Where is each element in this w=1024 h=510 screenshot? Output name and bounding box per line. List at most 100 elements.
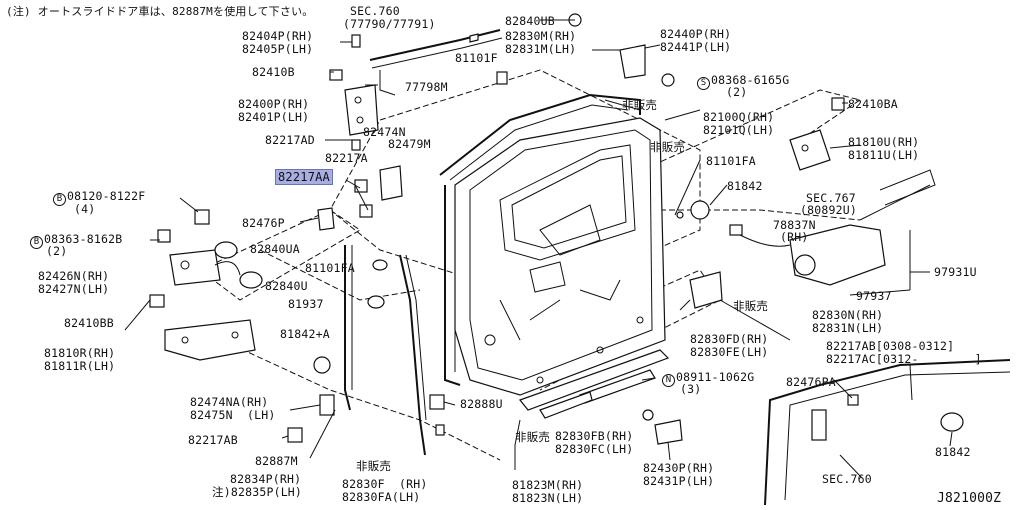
part-label-82217AD[interactable]: 82217AD [265, 133, 315, 147]
part-label-82831N[interactable]: 82831N(LH) [812, 321, 884, 335]
part-label-82834P[interactable]: 82834P(RH) [230, 472, 302, 486]
part-label-82410BB[interactable]: 82410BB [64, 316, 114, 330]
label-sec760-top-ref: (77790/77791) [343, 17, 436, 31]
part-label-82830M[interactable]: 82830M(RH) [505, 29, 577, 43]
part-label-82830FB[interactable]: 82830FB(RH) [555, 429, 634, 443]
footnote-text: (注) オートスライドドア車は、82887Mを使用して下さい。 [6, 5, 314, 18]
part-label-81823N[interactable]: 81823N(LH) [512, 491, 584, 505]
part-side-78837N: (RH) [780, 230, 809, 244]
part-label-81101FA-right[interactable]: 81101FA [706, 154, 756, 168]
part-label-82474NA[interactable]: 82474NA(RH) [190, 395, 269, 409]
part-label-82830FD[interactable]: 82830FD(RH) [690, 332, 769, 346]
catch-plug-right [676, 200, 710, 220]
part-label-82217AC[interactable]: 82217AC[0312-] [826, 352, 982, 366]
part-label-82475N[interactable]: 82475N (LH) [190, 408, 276, 422]
part-label-82441P[interactable]: 82441P(LH) [660, 40, 732, 54]
part-label-82840U[interactable]: 82840U [265, 279, 308, 293]
part-label-82410BA[interactable]: 82410BA [848, 97, 898, 111]
part-label-82474N[interactable]: 82474N [363, 125, 406, 139]
part-label-81810R[interactable]: 81810R(RH) [44, 346, 116, 360]
upper-rail [369, 29, 503, 96]
part-label-81842-right[interactable]: 81842 [727, 179, 763, 193]
part-label-82830F[interactable]: 82830F (RH) [342, 477, 428, 491]
label-sec767-ref: (80892U) [800, 203, 857, 217]
part-label-82401P[interactable]: 82401P(LH) [238, 110, 310, 124]
not-sold-label: 非販売 [356, 459, 392, 473]
striker-plates [317, 165, 403, 231]
part-label-81842-bottom[interactable]: 81842 [935, 445, 971, 459]
part-label-97937[interactable]: 97937 [856, 289, 892, 303]
part-label-82427N[interactable]: 82427N(LH) [38, 282, 110, 296]
hinge-bracket-lower [164, 319, 256, 361]
part-label-82830FE[interactable]: 82830FE(LH) [690, 345, 769, 359]
part-label-82100Q[interactable]: 82100Q(RH) [703, 110, 775, 124]
part-qty-08911: (3) [680, 382, 702, 396]
part-label-82831M[interactable]: 82831M(LH) [505, 42, 577, 56]
part-label-81101FA-left[interactable]: 81101FA [305, 261, 355, 275]
leader-lines [124, 19, 953, 479]
part-label-82476P[interactable]: 82476P [242, 216, 285, 230]
bolt-symbol-icon: B [30, 236, 43, 249]
part-label-81937[interactable]: 81937 [288, 297, 324, 311]
not-sold-label: 非販売 [650, 140, 686, 154]
part-qty-08120: (4) [74, 202, 96, 216]
nut-symbol-icon: N [662, 374, 675, 387]
roller-assembly [169, 249, 241, 286]
sliding-door-panel [454, 117, 666, 396]
part-label-82830FA[interactable]: 82830FA(LH) [342, 490, 421, 504]
part-label-82101Q[interactable]: 82101Q(LH) [703, 123, 775, 137]
part-label-81842A[interactable]: 81842+A [280, 327, 330, 341]
label-sec760-bottom: SEC.760 [822, 472, 872, 486]
hinge-bracket-right [789, 97, 845, 171]
part-label-82887M[interactable]: 82887M [255, 454, 298, 468]
part-label-82840UB[interactable]: 82840UB [505, 14, 555, 28]
part-label-81810U[interactable]: 81810U(RH) [848, 135, 920, 149]
part-label-82217AB-right[interactable]: 82217AB[0308-0312] [826, 339, 955, 353]
clips-and-plugs [214, 241, 445, 436]
part-label-82217AB-left[interactable]: 82217AB [188, 433, 238, 447]
part-label-78837N[interactable]: 78837N [773, 218, 816, 232]
part-label-81101F[interactable]: 81101F [455, 51, 498, 65]
part-label-82404P[interactable]: 82404P(RH) [242, 29, 314, 43]
part-label-82217A[interactable]: 82217A [325, 151, 368, 165]
part-label-82476PA[interactable]: 82476PA [786, 375, 836, 389]
not-sold-label: 非販売 [622, 98, 658, 112]
part-label-77798M[interactable]: 77798M [405, 80, 448, 94]
weatherstrip-seal [439, 93, 641, 386]
part-label-81811R[interactable]: 81811R(LH) [44, 359, 116, 373]
door-bottom-rails [519, 349, 670, 419]
part-label-82410B[interactable]: 82410B [252, 65, 295, 79]
part-label-82400P[interactable]: 82400P(RH) [238, 97, 310, 111]
part-label-82440P[interactable]: 82440P(RH) [660, 27, 732, 41]
part-label-82431P[interactable]: 82431P(LH) [643, 474, 715, 488]
not-sold-label: 非販売 [515, 430, 551, 444]
part-label-82835P[interactable]: 注)82835P(LH) [212, 485, 303, 499]
part-label-82840UA[interactable]: 82840UA [250, 242, 300, 256]
part-label-82426N[interactable]: 82426N(RH) [38, 269, 110, 283]
cable-harness [729, 224, 791, 247]
part-label-81811U[interactable]: 81811U(LH) [848, 148, 920, 162]
part-label-82430P[interactable]: 82430P(RH) [643, 461, 715, 475]
part-qty-08368: (2) [726, 85, 748, 99]
part-label-97931U[interactable]: 97931U [934, 265, 977, 279]
part-label-82830FC[interactable]: 82830FC(LH) [555, 442, 634, 456]
upper-roller-bracket [568, 13, 675, 87]
part-label-82217AA-highlighted[interactable]: 82217AA [275, 169, 333, 185]
part-label-82479M[interactable]: 82479M [388, 137, 431, 151]
part-label-81823M[interactable]: 81823M(RH) [512, 478, 584, 492]
bolts-left [149, 34, 508, 443]
lock-actuator [789, 169, 936, 286]
not-sold-label: 非販売 [733, 299, 769, 313]
label-sec760-top: SEC.760 [350, 4, 400, 18]
part-label-82830N[interactable]: 82830N(RH) [812, 308, 884, 322]
part-label-82405P[interactable]: 82405P(LH) [242, 42, 314, 56]
part-label-82888U[interactable]: 82888U [460, 397, 503, 411]
bolt-symbol-icon: B [53, 193, 66, 206]
part-qty-08363: (2) [46, 244, 68, 258]
